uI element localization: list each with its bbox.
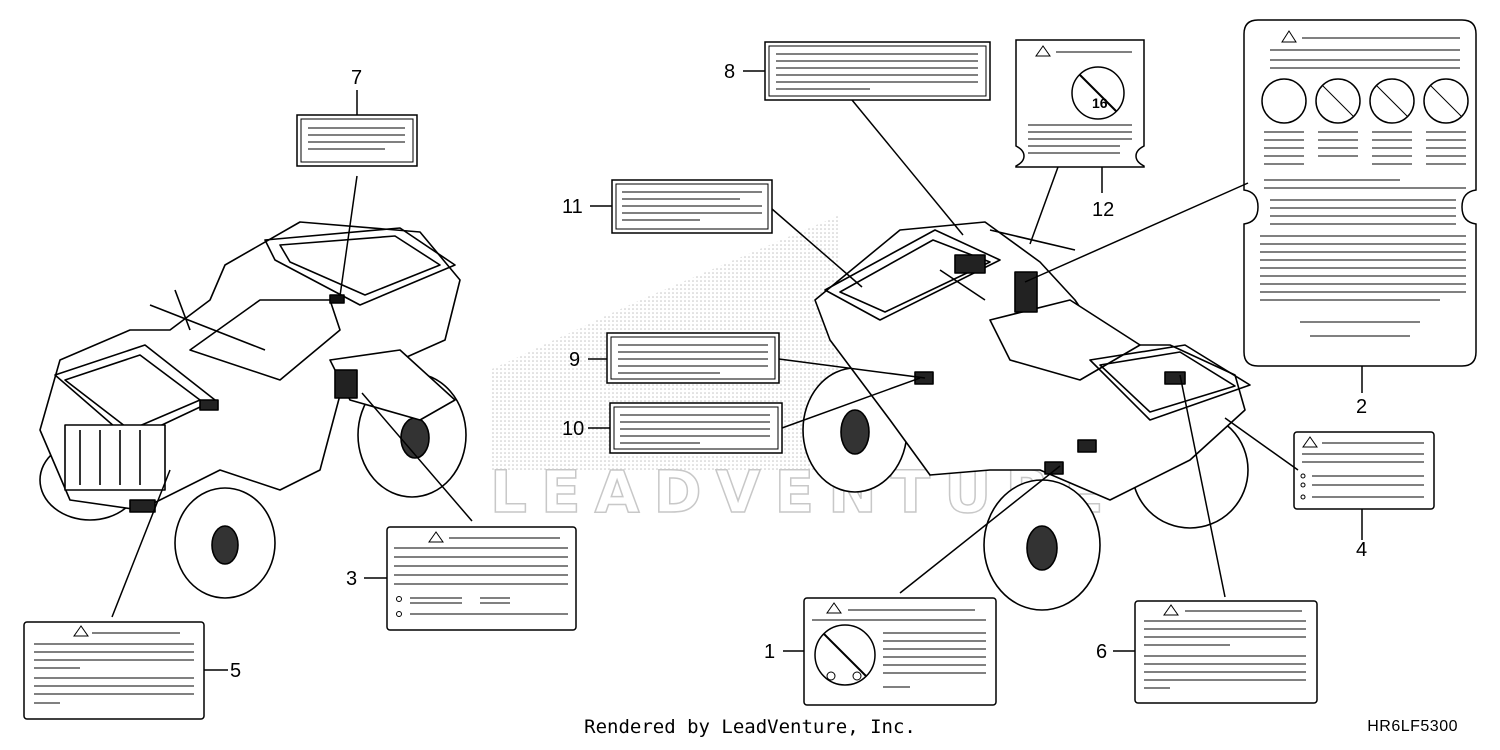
callout-4: 4 bbox=[1356, 539, 1367, 561]
callout-numbers: 7 11 9 10 8 12 2 4 3 5 1 6 bbox=[230, 61, 1367, 682]
diagram-code: HR6LF5300 bbox=[1367, 718, 1458, 735]
label-9 bbox=[606, 332, 780, 384]
label-5 bbox=[23, 621, 205, 720]
callout-7: 7 bbox=[351, 67, 362, 89]
callout-1: 1 bbox=[764, 641, 775, 663]
label-4 bbox=[1293, 431, 1435, 510]
callout-3: 3 bbox=[346, 568, 357, 590]
label-12: 16 bbox=[1015, 39, 1145, 168]
callout-6: 6 bbox=[1096, 641, 1107, 663]
callout-12: 12 bbox=[1092, 199, 1114, 221]
label-3 bbox=[386, 526, 577, 631]
label-2 bbox=[1243, 19, 1477, 367]
label-7 bbox=[296, 114, 418, 167]
atv-right bbox=[802, 221, 1251, 611]
label-8 bbox=[764, 41, 991, 101]
age-restriction-text: 16 bbox=[1092, 95, 1108, 111]
callout-10: 10 bbox=[562, 418, 584, 440]
label-1 bbox=[803, 597, 997, 706]
callout-5: 5 bbox=[230, 660, 241, 682]
label-6 bbox=[1134, 600, 1318, 704]
atv-left bbox=[39, 221, 467, 599]
callout-8: 8 bbox=[724, 61, 735, 83]
rendered-by-credit: Rendered by LeadVenture, Inc. bbox=[584, 716, 916, 738]
leader-lines bbox=[111, 70, 1363, 671]
callout-9: 9 bbox=[569, 349, 580, 371]
callout-2: 2 bbox=[1356, 396, 1367, 418]
callout-11: 11 bbox=[562, 196, 583, 218]
label-10 bbox=[609, 402, 783, 454]
label-11 bbox=[611, 179, 773, 234]
